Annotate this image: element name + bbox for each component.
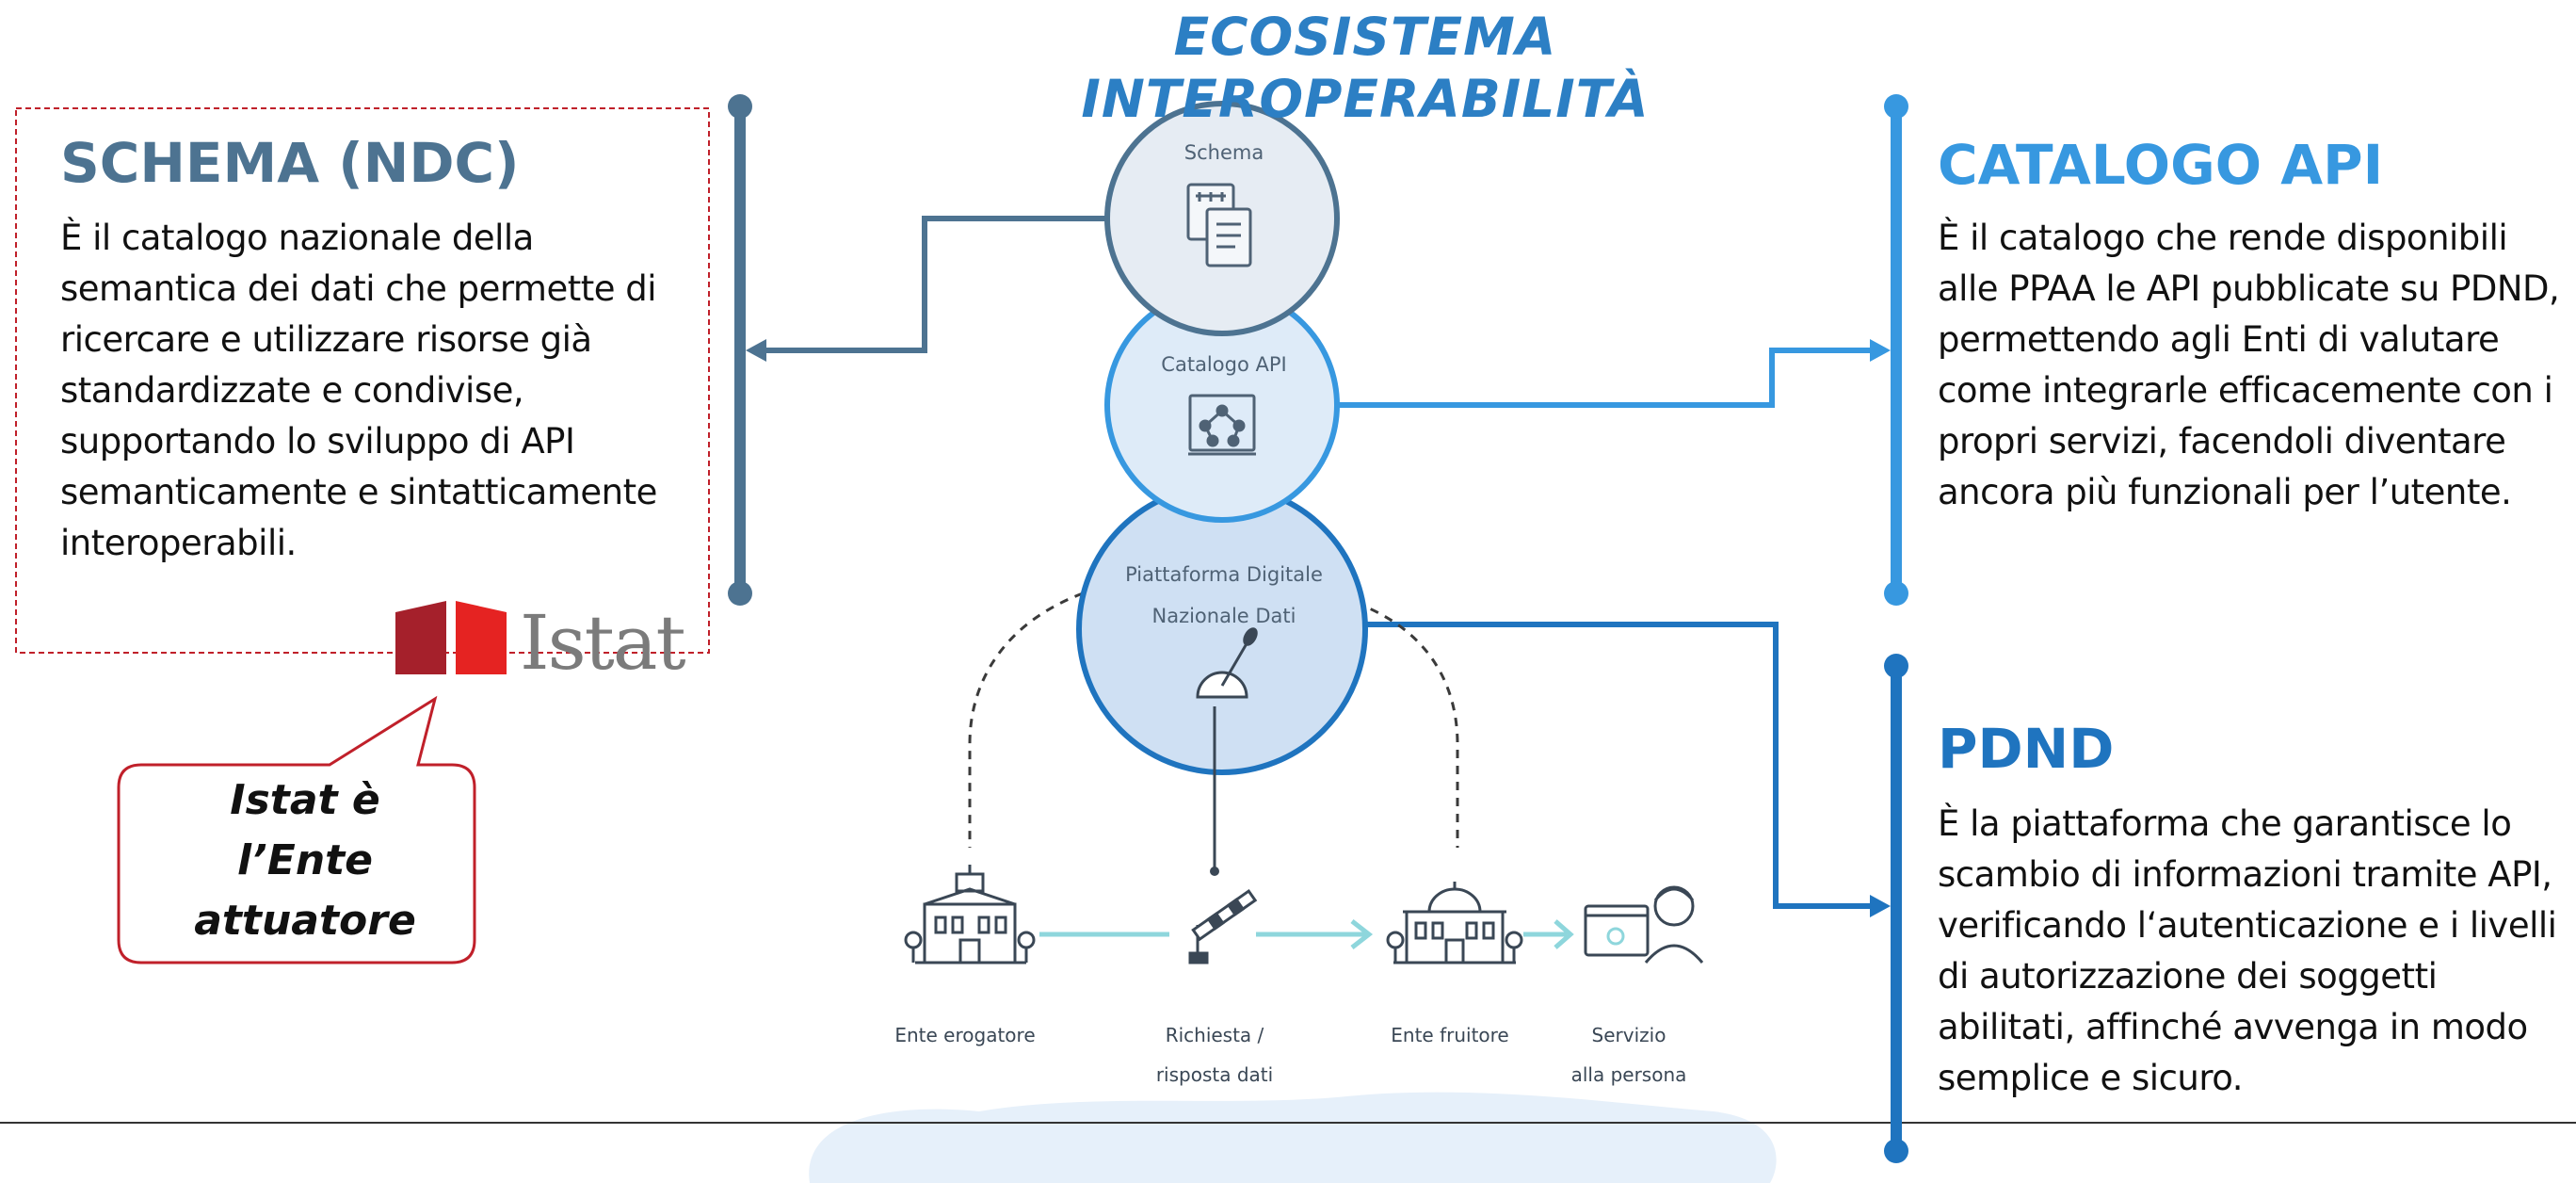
schema-document-icon: [1186, 183, 1252, 267]
right-bottom-bar-top-dot: [1884, 654, 1908, 678]
ente-fruitore-building-icon: [1386, 882, 1523, 964]
dashed-arc-left: [968, 592, 1084, 848]
right-bottom-bar-bottom-dot: [1884, 1139, 1908, 1163]
title-line-1: ECOSISTEMA: [1173, 7, 1557, 67]
catalogo-api-description: È il catalogo che rende disponibili alle…: [1938, 218, 2560, 512]
pdnd-description: È la piattaforma che garantisce lo scamb…: [1938, 803, 2557, 1098]
istat-logo-icon: [395, 601, 507, 674]
left-bar-top-dot: [728, 94, 752, 119]
connector-schema: [761, 216, 1109, 353]
arrowhead-api: [1870, 339, 1891, 362]
title-line-2: INTEROPERABILITÀ: [1081, 69, 1650, 129]
connector-pdnd: [1363, 622, 1876, 909]
catalogo-api-heading: CATALOGO API: [1938, 133, 2384, 197]
barrier-icon: [1188, 888, 1258, 964]
flow-arrow-middle: [1350, 919, 1374, 949]
left-bar-bottom-dot: [728, 581, 752, 606]
catalogo-api-circle-label: Catalogo API: [1161, 353, 1287, 376]
callout-line-3: attuatore: [194, 897, 416, 945]
pdnd-label-line-2: Nazionale Dati: [1151, 605, 1296, 627]
istat-logo-text: Istat: [520, 599, 686, 687]
diagram-title: ECOSISTEMA INTEROPERABILITÀ: [923, 6, 1808, 130]
pdnd-line-dot: [1210, 867, 1219, 876]
background-cloud: [809, 1092, 1777, 1183]
schema-description: È il catalogo nazionale della semantica …: [60, 218, 657, 563]
servizio-label-line-2: alla persona: [1570, 1063, 1687, 1086]
servizio-label: Servizio alla persona: [1525, 1015, 1732, 1094]
pdnd-circle-label: Piattaforma Digitale Nazionale Dati: [1092, 554, 1356, 637]
arrowhead-pdnd: [1870, 895, 1891, 917]
connector-api: [1337, 348, 1876, 408]
ente-erogatore-building-icon: [904, 865, 1036, 964]
pdnd-lever-icon: [1196, 627, 1258, 699]
servizio-persona-icon: [1584, 885, 1704, 964]
callout-line-2: l’Ente: [236, 836, 374, 884]
ente-fruitore-label: Ente fruitore: [1391, 1024, 1509, 1046]
richiesta-label-line-1: Richiesta /: [1165, 1024, 1264, 1046]
servizio-label-line-1: Servizio: [1591, 1024, 1666, 1046]
schema-circle-label: Schema: [1183, 141, 1264, 164]
callout-text: Istat è l’Ente attuatore: [151, 770, 459, 951]
callout-line-1: Istat è: [230, 776, 380, 824]
api-network-icon: [1188, 394, 1256, 456]
right-top-bar-top-dot: [1884, 94, 1908, 119]
arrowhead-schema: [746, 339, 766, 362]
ente-erogatore-label: Ente erogatore: [894, 1024, 1036, 1046]
schema-box: [15, 107, 710, 654]
pdnd-heading: PDND: [1938, 717, 2115, 781]
richiesta-label: Richiesta / risposta dati: [1111, 1015, 1318, 1094]
dashed-arc-right: [1355, 601, 1459, 848]
richiesta-label-line-2: risposta dati: [1155, 1063, 1274, 1086]
callout-bubble: [117, 695, 476, 964]
right-top-bar-bottom-dot: [1884, 581, 1908, 606]
schema-heading: SCHEMA (NDC): [60, 131, 520, 195]
pdnd-label-line-1: Piattaforma Digitale: [1125, 563, 1323, 586]
flow-arrow-right: [1554, 919, 1574, 949]
